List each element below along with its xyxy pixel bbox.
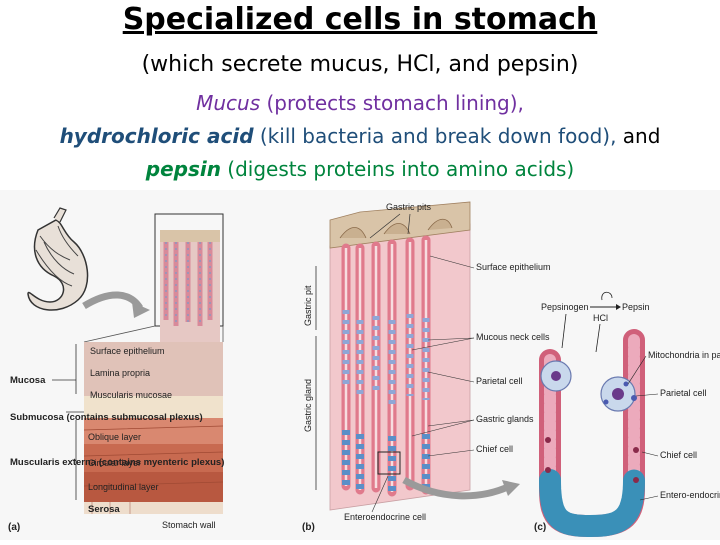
label-submucosa: Submucosa (contains submucosal plexus) xyxy=(10,412,203,423)
label-muscularis-externa: Muscularis externa (contains myenteric p… xyxy=(10,457,224,468)
bullet-pepsin: pepsin (digests proteins into amino acid… xyxy=(0,157,720,181)
label-enteroendocrine-cell-c: Entero-endocrine cell xyxy=(660,490,720,500)
hcl-keyword: hydrochloric acid xyxy=(59,124,254,148)
label-mucous-neck-cells: Mucous neck cells xyxy=(476,332,550,342)
panel-c-letter: (c) xyxy=(534,522,546,533)
label-gastric-gland: Gastric gland xyxy=(303,379,313,432)
label-gastric-pit: Gastric pit xyxy=(303,285,313,326)
panel-a-letter: (a) xyxy=(8,522,20,533)
mucus-keyword: Mucus xyxy=(196,91,261,115)
reaction-hcl: HCl xyxy=(593,313,608,323)
label-parietal-cell-b: Parietal cell xyxy=(476,376,523,386)
label-lamina-propria: Lamina propria xyxy=(90,368,150,378)
pepsin-keyword: pepsin xyxy=(145,157,221,181)
mucus-description: (protects stomach lining), xyxy=(260,91,524,115)
stomach-wall-layers xyxy=(83,230,224,514)
label-serosa: Serosa xyxy=(88,504,120,515)
pepsin-description: (digests proteins into amino acids) xyxy=(220,157,575,181)
label-mucosa: Mucosa xyxy=(10,375,46,386)
gastric-glands-tubes xyxy=(341,235,431,497)
label-mitochondria: Mitochondria in parietal cell xyxy=(648,350,720,360)
label-gastric-glands: Gastric glands xyxy=(476,414,534,424)
slide-title: Specialized cells in stomach xyxy=(122,2,598,37)
reaction-pepsinogen: Pepsinogen xyxy=(541,302,589,312)
slide-subtitle: (which secrete mucus, HCl, and pepsin) xyxy=(141,52,579,77)
label-surface-epithelium-b: Surface epithelium xyxy=(476,262,551,272)
label-muscularis-mucosae: Muscularis mucosae xyxy=(90,390,172,400)
label-enteroendocrine-cell-b: Enteroendocrine cell xyxy=(344,512,426,522)
stomach-sketch xyxy=(27,207,89,311)
bullet-mucus: Mucus (protects stomach lining), xyxy=(0,91,720,115)
label-stomach-wall: Stomach wall xyxy=(162,520,216,530)
gland-u-shape xyxy=(539,329,645,538)
label-chief-cell-b: Chief cell xyxy=(476,444,513,454)
label-parietal-cell-c: Parietal cell xyxy=(660,388,707,398)
bullet-hcl: hydrochloric acid (kill bacteria and bre… xyxy=(0,124,720,148)
label-chief-cell-c: Chief cell xyxy=(660,450,697,460)
label-surface-epithelium-a: Surface epithelium xyxy=(90,346,165,356)
label-circular-layer: Circular layer xyxy=(88,458,141,468)
label-longitudinal-layer: Longitudinal layer xyxy=(88,482,159,492)
stomach-figure: Mucosa Submucosa (contains submucosal pl… xyxy=(0,190,720,540)
panel-a: Mucosa Submucosa (contains submucosal pl… xyxy=(8,207,224,533)
zoom-arrow-b xyxy=(402,476,512,500)
label-gastric-pits: Gastric pits xyxy=(386,202,432,212)
panel-c: Pepsinogen HCl Pepsin Mitocho xyxy=(534,291,720,538)
panel-b-letter: (b) xyxy=(302,522,315,533)
hcl-and: and xyxy=(616,124,661,148)
panel-b: Gastric pit Gastric gland Gastric pits S… xyxy=(302,201,551,533)
label-oblique-layer: Oblique layer xyxy=(88,432,141,442)
zoom-arrow-a xyxy=(82,291,143,311)
hcl-description: (kill bacteria and break down food), xyxy=(253,124,617,148)
reaction-pepsin: Pepsin xyxy=(622,302,650,312)
